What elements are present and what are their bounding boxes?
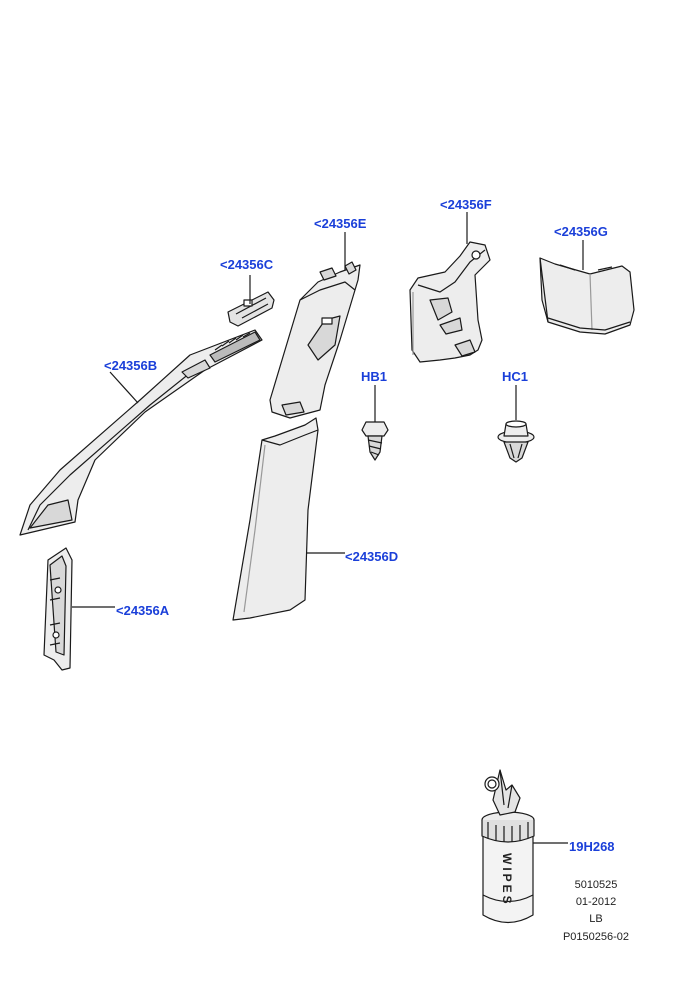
meta-code: 5010525: [574, 879, 618, 891]
leader-24356b: [109, 371, 139, 404]
callout-19h268[interactable]: 19H268: [569, 839, 615, 854]
part-24356c-clip[interactable]: [227, 291, 275, 327]
callout-24356e[interactable]: <24356E: [314, 216, 367, 231]
callout-24356d[interactable]: <24356D: [345, 549, 399, 564]
callout-hb1[interactable]: HB1: [361, 369, 388, 384]
callout-24356g[interactable]: <24356G: [554, 224, 608, 239]
part-24356e-b-pillar-upper[interactable]: [269, 261, 361, 419]
part-hc1-clip[interactable]: [497, 420, 535, 463]
part-24356d-b-pillar-lower[interactable]: [232, 417, 319, 621]
part-24356f-c-pillar[interactable]: [409, 241, 491, 363]
meta-region: LB: [589, 913, 603, 925]
meta-date: 01-2012: [575, 896, 617, 908]
callout-hc1[interactable]: HC1: [502, 369, 529, 384]
meta-drawing: P0150256-02: [562, 931, 630, 943]
part-24356a-bracket[interactable]: [43, 547, 73, 671]
part-24356g-cover[interactable]: [539, 257, 635, 335]
callout-24356c[interactable]: <24356C: [220, 257, 274, 272]
callout-24356f[interactable]: <24356F: [440, 197, 492, 212]
callout-24356b[interactable]: <24356B: [104, 358, 158, 373]
part-24356b-a-pillar-trim[interactable]: [19, 329, 263, 536]
callout-24356a[interactable]: <24356A: [116, 603, 170, 618]
part-hb1-screw[interactable]: [361, 421, 389, 461]
wipes-canister[interactable]: [481, 769, 535, 924]
wipes-label: WIPES: [500, 853, 514, 907]
